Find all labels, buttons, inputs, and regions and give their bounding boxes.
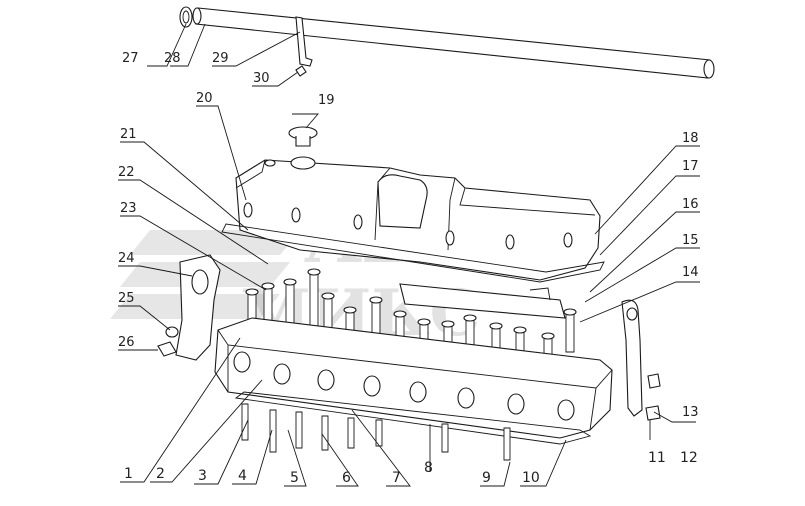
clamp-nut (295, 65, 307, 77)
callout-16: 16 (682, 197, 699, 212)
callout-11: 11 (648, 450, 666, 466)
callout-20: 20 (196, 91, 213, 106)
rocker-sub-cover (399, 283, 566, 319)
callout-2: 2 (156, 466, 165, 482)
callout-21: 21 (120, 127, 137, 142)
callout-27: 27 (122, 51, 139, 66)
lifting-bracket (157, 254, 221, 361)
callout-5: 5 (290, 470, 299, 486)
callout-19: 19 (318, 93, 335, 108)
tube-end-cap (179, 6, 193, 28)
callout-18: 18 (682, 131, 699, 146)
callout-8: 8 (424, 460, 433, 476)
callout-24: 24 (118, 251, 135, 266)
cover-gasket (221, 223, 605, 283)
callout-13: 13 (682, 405, 699, 420)
callout-29: 29 (212, 51, 229, 66)
callout-1: 1 (124, 466, 133, 482)
filler-cap (288, 126, 318, 147)
callout-17: 17 (682, 159, 699, 174)
callout-25: 25 (118, 291, 135, 306)
callout-22: 22 (118, 165, 135, 180)
tensioner-arm (621, 299, 661, 421)
callout-10: 10 (522, 470, 540, 486)
callout-26: 26 (118, 335, 135, 350)
callout-14: 14 (682, 265, 699, 280)
callouts: 27 28 29 30 19 20 21 22 23 24 25 26 1 2 … (118, 51, 699, 486)
tube-bracket (295, 16, 313, 67)
callout-15: 15 (682, 233, 699, 248)
callout-30: 30 (253, 71, 270, 86)
cover-bolt-bosses (243, 202, 573, 250)
head-studs (241, 403, 511, 461)
callout-3: 3 (198, 468, 207, 484)
callout-12: 12 (680, 450, 698, 466)
valve-cover (235, 156, 601, 281)
leader-lines (118, 23, 700, 487)
callout-9: 9 (482, 470, 491, 486)
callout-28: 28 (164, 51, 181, 66)
fuel-tube (192, 7, 715, 79)
cylinder-head (214, 317, 613, 439)
callout-7: 7 (392, 470, 401, 486)
callout-4: 4 (238, 468, 247, 484)
callout-23: 23 (120, 201, 137, 216)
callout-6: 6 (342, 470, 351, 486)
head-ports (233, 351, 575, 421)
